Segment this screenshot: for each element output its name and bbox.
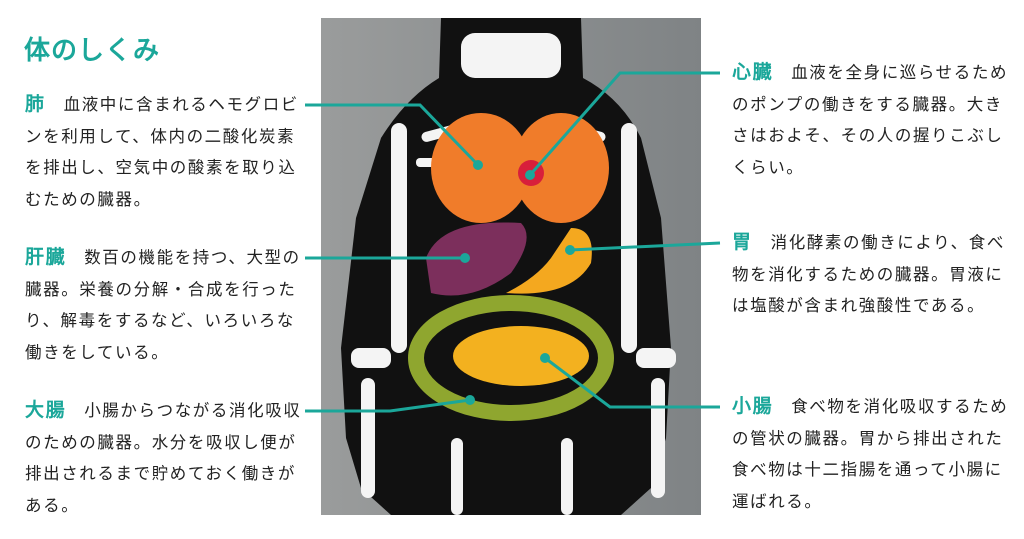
liver-description: 肝臓数百の機能を持つ、大型の臓器。栄養の分解・合成を行ったり、解毒をするなど、い… (25, 242, 310, 368)
page-title: 体のしくみ (24, 36, 161, 66)
skeleton-model-photo (321, 18, 701, 515)
stomach-text: 消化酵素の働きにより、食べ物を消化するための臓器。胃液には塩酸が含まれ強酸性であ… (732, 233, 1005, 315)
small-intestine-description: 小腸食べ物を消化吸収するための管状の臓器。胃から排出された食べ物は十二指腸を通っ… (732, 391, 1017, 517)
lung-description: 肺血液中に含まれるヘモグロビンを利用して、体内の二酸化炭素を排出し、空気中の酸素… (25, 89, 310, 215)
small-intestine (453, 326, 589, 386)
heart-label: 心臓 (732, 61, 774, 83)
large-intestine-description: 大腸小腸からつながる消化吸収のための臓器。水分を吸収し便が排出されるまで貯めてお… (25, 395, 310, 521)
small-intestine-text: 食べ物を消化吸収するための管状の臓器。胃から排出された食べ物は十二指腸を通って小… (732, 397, 1009, 511)
lung-label: 肺 (25, 93, 46, 115)
large-intestine-label: 大腸 (25, 399, 67, 421)
liver-label: 肝臓 (25, 246, 67, 268)
liver-text: 数百の機能を持つ、大型の臓器。栄養の分解・合成を行ったり、解毒をするなど、いろい… (25, 248, 301, 362)
heart-description: 心臓血液を全身に巡らせるためのポンプの働きをする臓器。大きさはおよそ、その人の握… (732, 57, 1017, 183)
large-intestine-text: 小腸からつながる消化吸収のための臓器。水分を吸収し便が排出されるまで貯めておく働… (25, 401, 302, 515)
heart (518, 160, 544, 186)
stomach-description: 胃消化酵素の働きにより、食べ物を消化するための臓器。胃液には塩酸が含まれ強酸性で… (732, 227, 1017, 322)
stomach-label: 胃 (732, 231, 753, 253)
liver (426, 222, 527, 296)
lung-text: 血液中に含まれるヘモグロビンを利用して、体内の二酸化炭素を排出し、空気中の酸素を… (25, 95, 299, 209)
small-intestine-label: 小腸 (732, 395, 774, 417)
heart-text: 血液を全身に巡らせるためのポンプの働きをする臓器。大きさはおよそ、その人の握りこ… (732, 63, 1009, 177)
